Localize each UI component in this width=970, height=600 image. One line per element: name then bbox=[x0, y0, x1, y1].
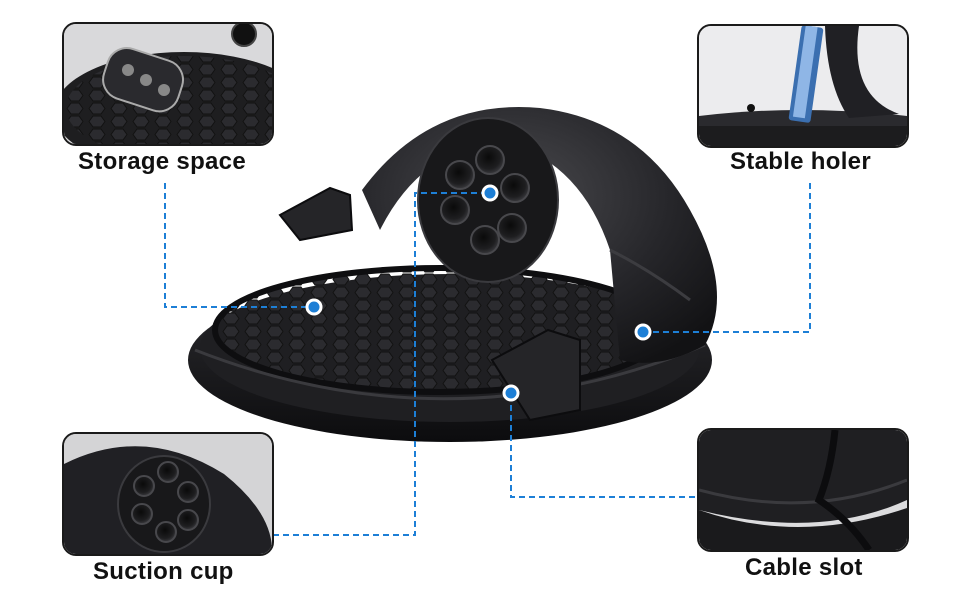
stable-dot bbox=[634, 323, 652, 341]
storage-label: Storage space bbox=[78, 148, 246, 175]
suction-inset bbox=[62, 432, 274, 556]
leader-lines bbox=[164, 183, 811, 536]
cable-leader bbox=[510, 395, 697, 498]
cable-inset bbox=[697, 428, 909, 552]
phone-icon bbox=[788, 26, 824, 123]
storage-leader bbox=[164, 183, 314, 308]
suction-cups bbox=[440, 145, 530, 255]
car-key-icon bbox=[102, 47, 184, 113]
storage-dot bbox=[305, 298, 323, 316]
cable-dot bbox=[502, 384, 520, 402]
suction-dot bbox=[481, 184, 499, 202]
stable-leader bbox=[643, 183, 811, 333]
phone-clips bbox=[278, 186, 581, 422]
cable-icon bbox=[814, 430, 872, 550]
callout-dots bbox=[305, 184, 652, 402]
cable-label: Cable slot bbox=[745, 554, 863, 581]
stable-inset bbox=[697, 24, 909, 148]
suction-leader bbox=[273, 192, 490, 536]
suction-label: Suction cup bbox=[93, 558, 234, 585]
storage-inset bbox=[62, 22, 274, 146]
stable-label: Stable holer bbox=[730, 148, 871, 175]
